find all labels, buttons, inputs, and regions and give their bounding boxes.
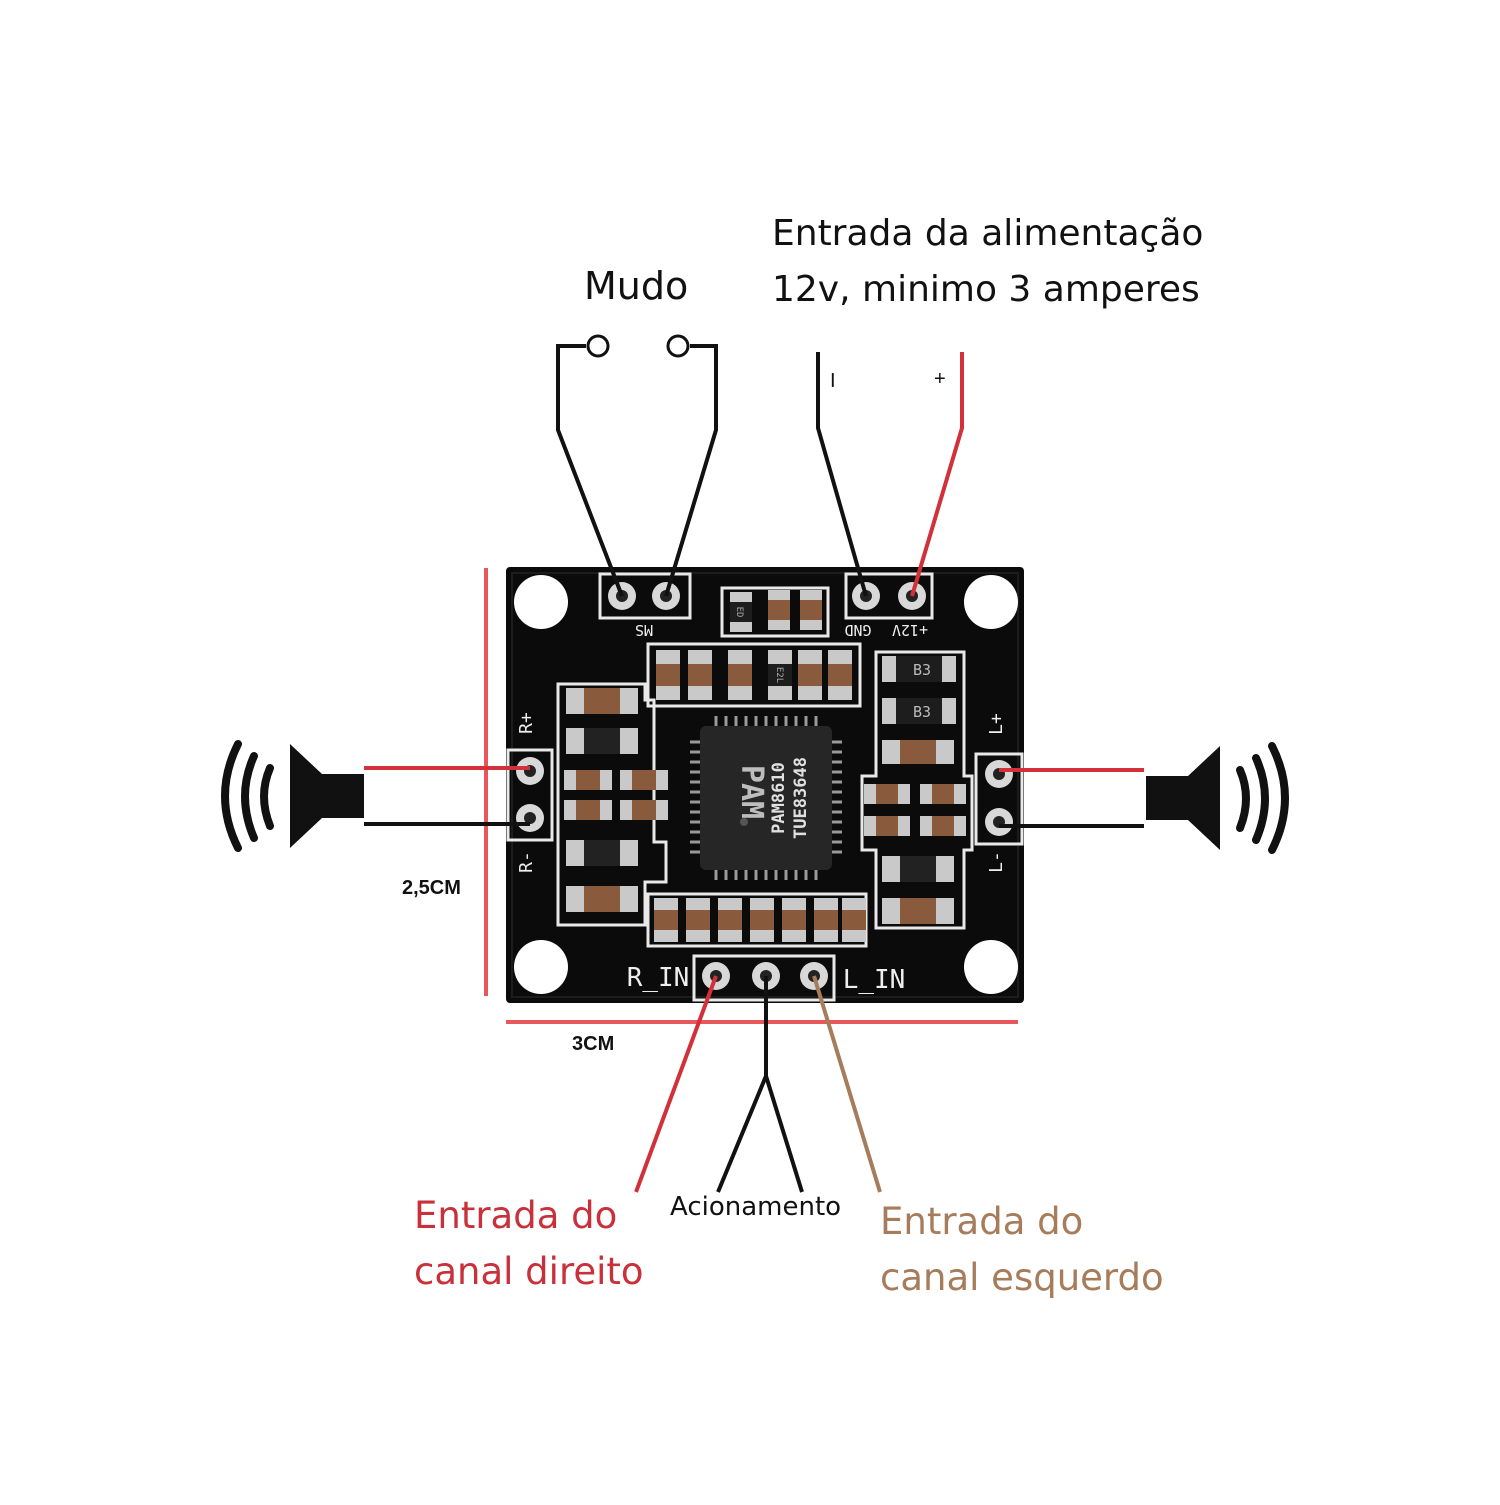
power-ground-wire <box>816 352 868 597</box>
enable-wire-b <box>764 1075 804 1193</box>
pin-label-gnd: GND <box>844 621 871 639</box>
enable-label: Acionamento <box>670 1192 842 1222</box>
smd-components: B3 B3 <box>564 590 966 942</box>
chip-part-number: PAM8610 <box>769 762 789 834</box>
height-dimension-label: 2,5CM <box>402 877 461 899</box>
left-input-line-2: canal esquerdo <box>880 1256 1164 1299</box>
left-input-line-1: Entrada do <box>880 1200 1084 1243</box>
power-plus-sign: + <box>934 368 946 390</box>
pin-label-l-minus: L- <box>986 851 1007 873</box>
width-dimension-label: 3CM <box>572 1033 615 1055</box>
smd-mark-ed: ED <box>734 607 744 618</box>
left-input-label: Entrada do canal esquerdo <box>880 1194 1164 1306</box>
left-input-wire <box>812 975 882 1193</box>
pin-label-r-plus: R+ <box>516 712 537 734</box>
mute-switch-wires <box>556 334 718 597</box>
pcb-board: B3 B3 <box>506 567 1024 1003</box>
right-input-line-1: Entrada do <box>414 1194 618 1237</box>
chip-batch-code: TUE83648 <box>791 757 811 839</box>
amplifier-ic: PAM PAM8610 TUE83648 <box>690 716 842 880</box>
enable-wire-a <box>716 976 768 1193</box>
pin-label-r-in: R_IN <box>627 963 690 993</box>
pin-label-r-minus: R- <box>516 851 537 873</box>
right-input-line-2: canal direito <box>414 1250 644 1293</box>
pin-label-l-in: L_IN <box>843 965 906 995</box>
pin-headers: MS GND +12V R+ R- L+ L- R_IN L_IN <box>506 572 1024 1002</box>
pin-label-ms: MS <box>635 621 653 639</box>
power-input-label: Entrada da alimentação 12v, minimo 3 amp… <box>772 206 1203 318</box>
diode-mark-1: B3 <box>913 661 931 679</box>
diode-mark-2: B3 <box>913 703 931 721</box>
pin-label-l-plus: L+ <box>986 713 1007 735</box>
power-input-line-1: Entrada da alimentação <box>772 213 1204 254</box>
right-input-wire <box>634 975 718 1193</box>
power-minus-sign: I <box>830 370 836 392</box>
pin-label-12v: +12V <box>892 621 928 639</box>
chip-logo: PAM <box>734 765 769 819</box>
right-input-label: Entrada do canal direito <box>414 1188 644 1300</box>
power-positive-wire <box>910 352 964 597</box>
speaker-right-icon <box>1146 742 1289 854</box>
power-input-line-2: 12v, minimo 3 amperes <box>772 269 1200 310</box>
mute-label: Mudo <box>584 264 689 308</box>
speaker-left-icon <box>221 740 364 852</box>
smd-mark-e2l: E2L <box>774 667 784 683</box>
